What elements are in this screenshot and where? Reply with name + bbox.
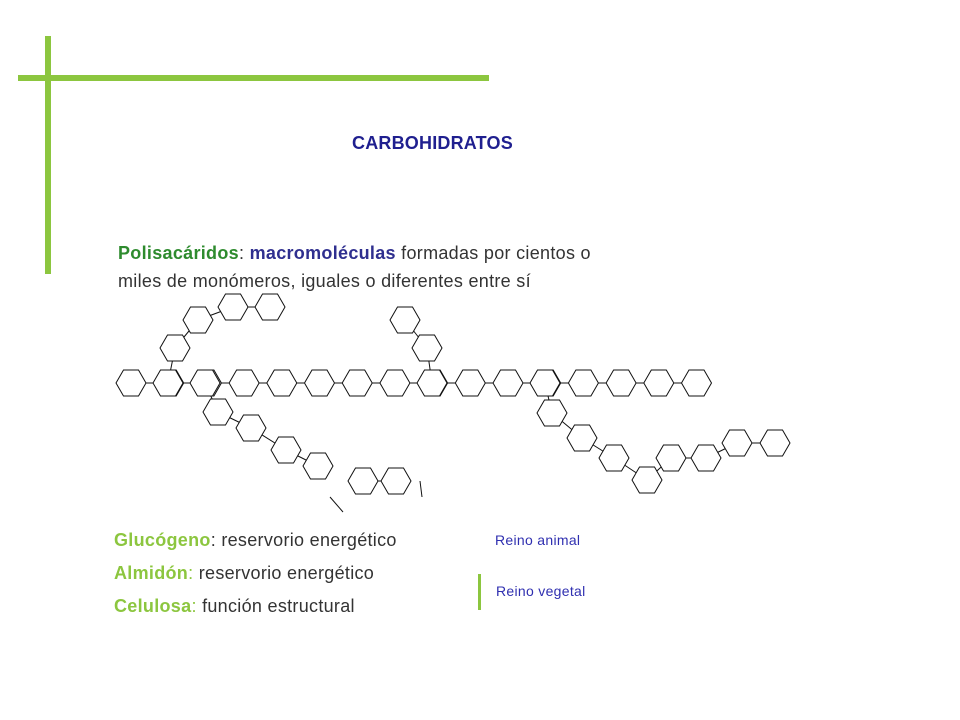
glucose-ring bbox=[159, 334, 191, 362]
term-separator: : bbox=[238, 243, 245, 263]
glucose-ring bbox=[411, 334, 443, 362]
glucose-ring bbox=[217, 293, 249, 321]
glucose-ring bbox=[492, 369, 524, 397]
polysaccharide-glucogeno: Glucógeno: reservorio energético bbox=[114, 530, 397, 551]
glycosidic-bond bbox=[419, 480, 423, 498]
glucose-ring bbox=[566, 424, 598, 452]
polysaccharide-almidon: Almidón: reservorio energético bbox=[114, 563, 374, 584]
glucose-rings bbox=[115, 293, 791, 495]
glucose-ring bbox=[254, 293, 286, 321]
poly-separator: : bbox=[188, 563, 194, 583]
bracket-bar bbox=[478, 574, 481, 610]
decorative-vertical-bar bbox=[45, 36, 51, 274]
glucose-ring bbox=[202, 398, 234, 426]
glucose-ring bbox=[529, 369, 561, 397]
glucose-ring bbox=[347, 467, 379, 495]
poly-name: Celulosa bbox=[114, 596, 192, 616]
term-macromoleculas: macromoléculas bbox=[249, 243, 396, 263]
glucose-ring bbox=[379, 369, 411, 397]
glucose-ring bbox=[680, 369, 713, 397]
decorative-horizontal-bar bbox=[18, 75, 489, 81]
poly-description: reservorio energético bbox=[198, 563, 375, 583]
glucose-ring bbox=[643, 369, 675, 397]
glucose-ring bbox=[536, 399, 568, 427]
glucose-ring bbox=[380, 467, 412, 495]
poly-description: reservorio energético bbox=[221, 530, 397, 550]
intro-text-2: miles de monómeros, iguales o diferentes… bbox=[118, 271, 531, 291]
glucose-ring bbox=[115, 369, 147, 397]
glucose-ring bbox=[598, 444, 630, 472]
glucose-ring bbox=[341, 369, 373, 397]
glucose-ring bbox=[655, 444, 687, 472]
poly-name: Glucógeno bbox=[114, 530, 211, 550]
term-polisacaridos: Polisacáridos bbox=[118, 243, 239, 263]
intro-text-1: formadas por cientos o bbox=[401, 243, 591, 263]
glucose-ring bbox=[721, 429, 753, 457]
glucose-ring bbox=[567, 369, 599, 397]
glucose-ring bbox=[228, 369, 260, 397]
intro-paragraph: Polisacáridos: macromoléculas formadas p… bbox=[118, 239, 758, 295]
glucose-ring bbox=[605, 369, 637, 397]
note-reino-vegetal: Reino vegetal bbox=[496, 583, 586, 599]
glucose-ring bbox=[690, 444, 722, 472]
glucose-ring bbox=[152, 369, 184, 397]
glucose-ring bbox=[182, 306, 214, 334]
poly-name: Almidón bbox=[114, 563, 189, 583]
poly-separator: : bbox=[191, 596, 197, 616]
slide-title: CARBOHIDRATOS bbox=[352, 133, 513, 153]
glycosidic-bond bbox=[329, 496, 344, 513]
note-reino-animal: Reino animal bbox=[495, 532, 581, 548]
glucose-ring bbox=[189, 369, 221, 397]
poly-description: función estructural bbox=[202, 596, 355, 616]
glucose-ring bbox=[302, 452, 334, 480]
glucose-ring bbox=[270, 436, 302, 464]
glucose-ring bbox=[389, 306, 421, 334]
glucose-ring bbox=[235, 414, 267, 442]
glucose-ring bbox=[454, 369, 486, 397]
glucose-ring bbox=[759, 429, 791, 457]
polysaccharide-celulosa: Celulosa: función estructural bbox=[114, 596, 355, 617]
glucose-ring bbox=[631, 466, 663, 494]
glucose-ring bbox=[266, 369, 298, 397]
glucose-ring bbox=[303, 369, 336, 397]
poly-separator: : bbox=[210, 530, 217, 550]
glucose-ring bbox=[416, 369, 448, 397]
